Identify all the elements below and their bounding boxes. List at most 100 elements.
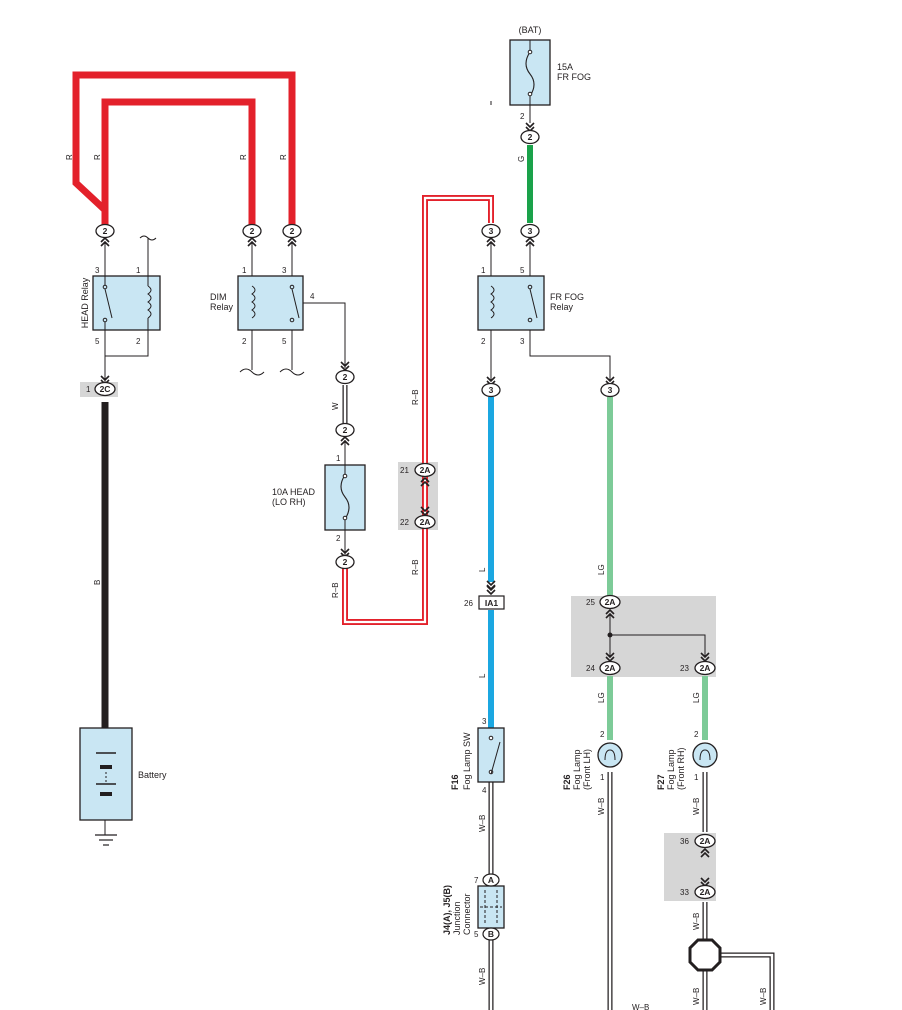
head-relay-pin1: 1: [136, 266, 141, 275]
wire-lbl-w: W: [331, 402, 340, 410]
conn-2a-21: 2A: [420, 465, 431, 475]
conn-fog-out-3b: 3: [608, 385, 613, 395]
f16-name: Fog Lamp SW: [462, 732, 472, 790]
dim-relay-pin3: 3: [282, 266, 287, 275]
dim-relay-pin2: 2: [242, 337, 247, 346]
wire-lbl-r4: R: [279, 154, 288, 160]
fog-lamp-f27: F27 Fog Lamp (Front RH) 2 1: [656, 730, 718, 790]
connector-2a-shade-lg: [571, 596, 716, 677]
wire-lbl-wb4: W–B: [692, 798, 701, 815]
conn-2c: 2C: [100, 384, 111, 394]
wire-labels: R R R R B W R–B R–B R–B G L L LG LG LG W…: [65, 154, 768, 1010]
f26-name-1: Fog Lamp: [572, 749, 582, 790]
wire-lbl-l1: L: [478, 567, 487, 572]
wire-lbl-g: G: [517, 156, 526, 162]
conn-fuse-head-out: 2: [343, 557, 348, 567]
fr-fog-relay-pin3: 3: [520, 337, 525, 346]
dim-relay-label-2: Relay: [210, 302, 234, 312]
dim-relay-pin5: 5: [282, 337, 287, 346]
f27-code: F27: [656, 774, 666, 790]
junction-name-1: Junction: [452, 901, 462, 935]
conn-2c-pin1: 1: [86, 385, 91, 394]
battery: Battery: [79, 727, 167, 846]
junction-conn-a: A: [488, 875, 494, 885]
fuse-head-label-2: (LO RH): [272, 497, 306, 507]
head-relay-label: HEAD Relay: [80, 277, 90, 328]
junction-connector: A B 7 5 J4(A), J5(B) Junction Connector: [442, 873, 505, 941]
f27-name-1: Fog Lamp: [666, 749, 676, 790]
fr-fog-relay: FR FOG Relay 1 5 2 3: [477, 266, 584, 346]
wire-lbl-r3: R: [239, 154, 248, 160]
battery-label: Battery: [138, 770, 167, 780]
pin-26: 26: [464, 599, 473, 608]
f26-pin1: 1: [600, 773, 605, 782]
junction-pin5: 5: [474, 930, 479, 939]
wire-lbl-wb1: W–B: [478, 815, 487, 832]
fr-fog-relay-label-2: Relay: [550, 302, 574, 312]
wire-lbl-wb7: W–B: [759, 988, 768, 1005]
f16-code: F16: [450, 774, 460, 790]
wire-lbl-wb6: W–B: [692, 988, 701, 1005]
fr-fog-relay-pin1: 1: [481, 266, 486, 275]
conn-dim-out: 2: [343, 372, 348, 382]
dim-relay-pin4: 4: [310, 292, 315, 301]
conn-2a-36: 2A: [700, 836, 711, 846]
head-relay-pin3: 3: [95, 266, 100, 275]
wire-lbl-r1: R: [65, 154, 74, 160]
thin-wires: [104, 40, 706, 835]
conn-fog-3a: 3: [489, 226, 494, 236]
f26-name-2: (Front LH): [582, 749, 592, 790]
ground-splice: [688, 938, 722, 972]
fuse-fog-pin2: 2: [520, 112, 525, 121]
conn-2a-23: 2A: [700, 663, 711, 673]
fr-fog-relay-label-1: FR FOG: [550, 292, 584, 302]
conn-fuse-head-in: 2: [343, 425, 348, 435]
junction-pin7: 7: [474, 876, 479, 885]
conn-2a-33: 2A: [700, 887, 711, 897]
f27-name-2: (Front RH): [676, 747, 686, 790]
dim-relay: DIM Relay 1 3 4 2 5: [210, 266, 315, 346]
wire-lbl-wb3: W–B: [597, 798, 606, 815]
connector-ovals: 2 2 2 3 3 2 2C 1 2 2 2 2A: [86, 122, 716, 900]
fr-fog-relay-pin5: 5: [520, 266, 525, 275]
f26-code: F26: [562, 774, 572, 790]
wire-lbl-wb8: W–B: [632, 1003, 649, 1010]
wire-lbl-rb1: R–B: [411, 389, 420, 405]
fog-lamp-switch-f16: F16 Fog Lamp SW 3 4: [450, 717, 505, 795]
wire-lbl-b: B: [93, 580, 102, 585]
bat-label: (BAT): [519, 25, 542, 35]
wire-lbl-r2: R: [93, 154, 102, 160]
conn-ia1: IA1: [485, 598, 499, 608]
fr-fog-relay-pin2: 2: [481, 337, 486, 346]
wire-lbl-lg3: LG: [692, 692, 701, 703]
wire-rb-red: [342, 195, 494, 625]
conn-fog-3b: 3: [528, 226, 533, 236]
junction-name-2: Connector: [462, 893, 472, 935]
conn-head-2: 2: [103, 226, 108, 236]
pin-33: 33: [680, 888, 689, 897]
wire-wb-group: [488, 772, 775, 1010]
wire-lbl-lg2: LG: [597, 692, 606, 703]
conn-2a-24: 2A: [605, 663, 616, 673]
f27-pin1: 1: [694, 773, 699, 782]
wire-rb-stripe: [343, 196, 493, 624]
conn-dim-2b: 2: [290, 226, 295, 236]
conn-fuse-fog-2: 2: [528, 132, 533, 142]
f16-pin3: 3: [482, 717, 487, 726]
pin-25: 25: [586, 598, 595, 607]
fuse-fog-label-2: FR FOG: [557, 72, 591, 82]
fuse-fog-label-1: 15A: [557, 62, 573, 72]
wire-lbl-rb2: R–B: [411, 559, 420, 575]
pin-22: 22: [400, 518, 409, 527]
pin-21: 21: [400, 466, 409, 475]
conn-2a-22: 2A: [420, 517, 431, 527]
conn-fog-out-3a: 3: [489, 385, 494, 395]
wire-lbl-wb5: W–B: [692, 913, 701, 930]
junction-conn-b: B: [488, 929, 494, 939]
wire-red-inner: [101, 98, 256, 225]
dim-relay-pin1: 1: [242, 266, 247, 275]
dim-relay-label-1: DIM: [210, 292, 227, 302]
conn-dim-2a: 2: [250, 226, 255, 236]
conn-2a-25: 2A: [605, 597, 616, 607]
